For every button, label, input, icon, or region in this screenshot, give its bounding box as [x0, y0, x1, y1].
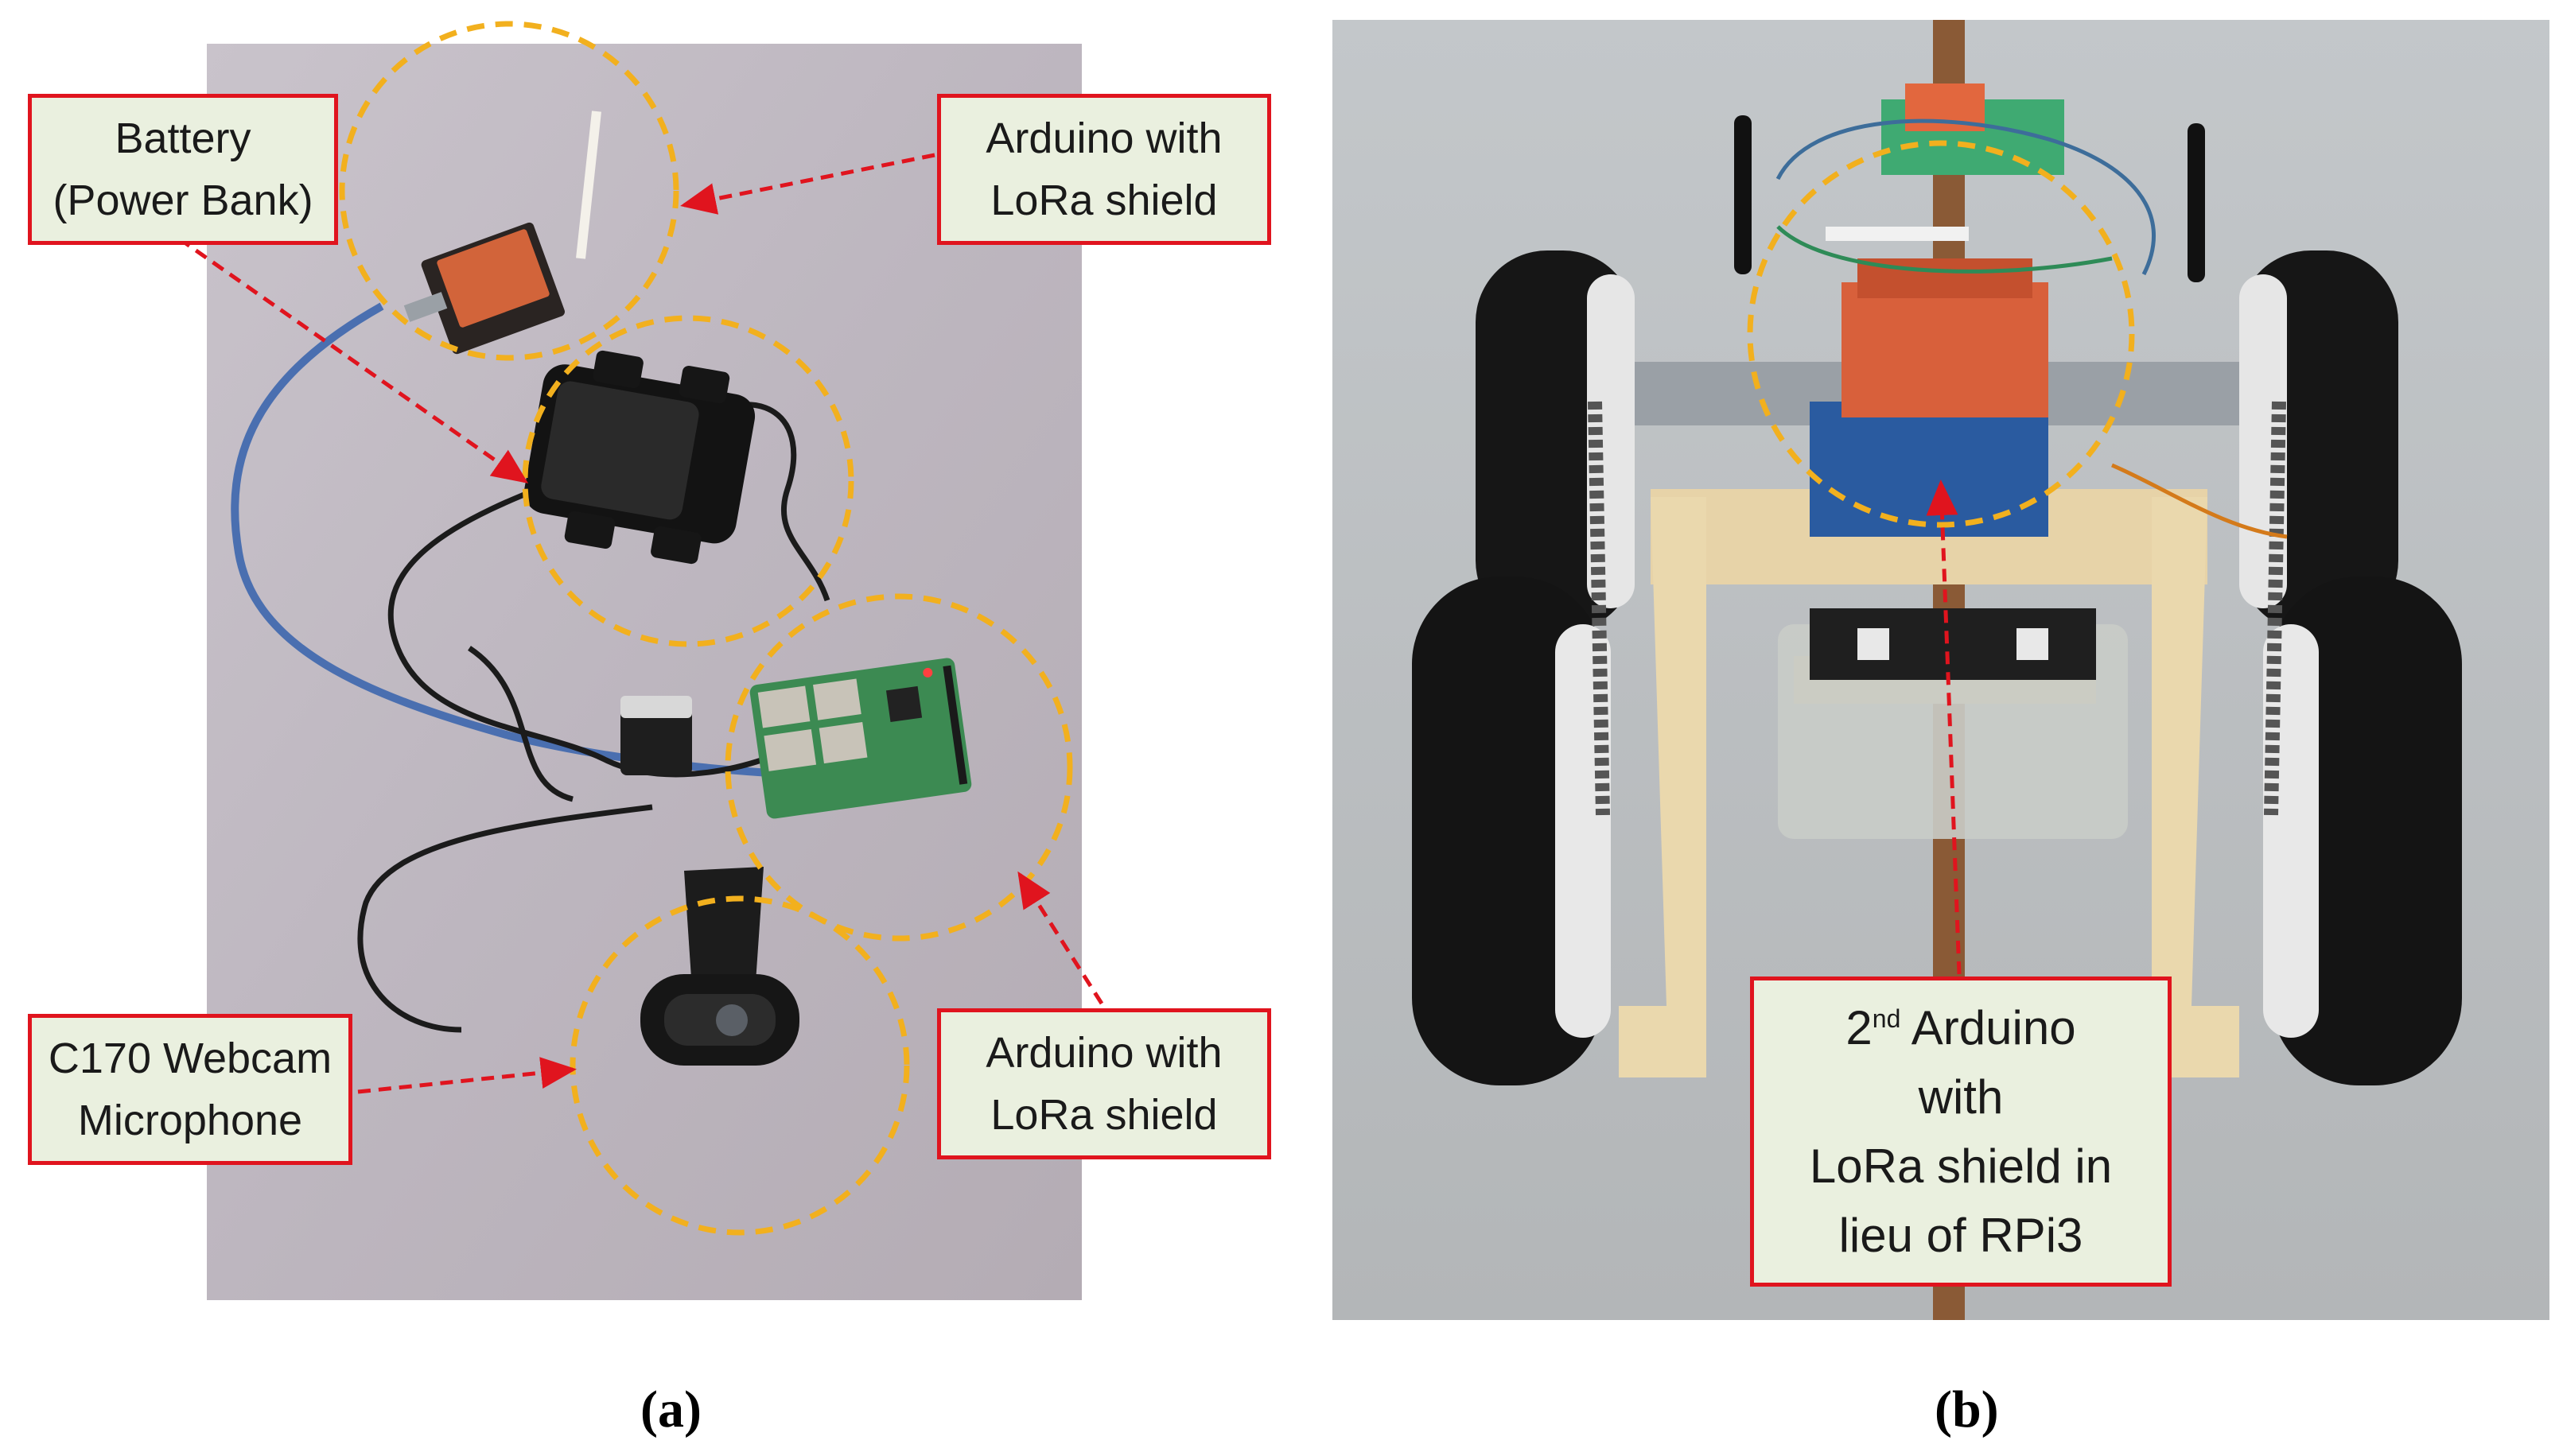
callout-battery-text: Battery (Power Bank) — [53, 114, 313, 224]
line1-rest: Arduino — [1900, 1001, 2076, 1054]
callout-arduino-top: Arduino with LoRa shield — [937, 94, 1271, 245]
callout-robot-arduino: 2nd Arduino with LoRa shield in lieu of … — [1750, 976, 2172, 1287]
caption-a: (a) — [640, 1380, 702, 1439]
callout-robot-rest: with LoRa shield in lieu of RPi3 — [1809, 1070, 2113, 1262]
callout-arduino-top-text: Arduino with LoRa shield — [986, 114, 1223, 224]
callout-webcam-text: C170 Webcam Microphone — [48, 1034, 333, 1144]
callout-arduino-bottom-text: Arduino with LoRa shield — [986, 1028, 1223, 1139]
callout-battery: Battery (Power Bank) — [28, 94, 338, 245]
caption-b: (b) — [1935, 1380, 1999, 1439]
ordinal-suffix: nd — [1872, 1004, 1901, 1033]
callout-webcam: C170 Webcam Microphone — [28, 1014, 352, 1165]
callout-robot-line1: 2nd Arduino — [1845, 993, 2075, 1062]
callout-arduino-bottom: Arduino with LoRa shield — [937, 1008, 1271, 1159]
ordinal-number: 2 — [1845, 1001, 1873, 1054]
